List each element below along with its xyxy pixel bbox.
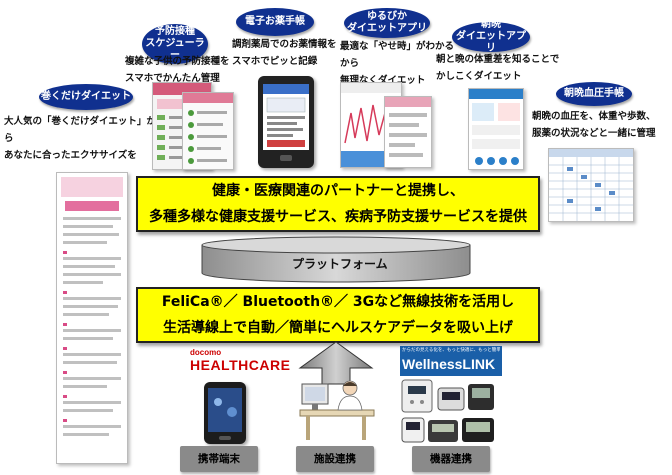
wellness-small-text: からだの見える化を、もっと快適に、もっと簡単に。 xyxy=(402,347,500,352)
healthcare-text: HEALTHCARE xyxy=(190,357,291,373)
table-illustration xyxy=(549,149,633,221)
platform-cylinder xyxy=(201,236,471,283)
app-illustration xyxy=(183,93,233,164)
service-desc-maku-diet: 大人気の「巻くだけダイエット」から あなたに合ったエクササイズを xyxy=(4,116,156,161)
up-arrow-icon xyxy=(298,341,374,385)
smartphone-medication xyxy=(258,76,314,168)
wireless-tech-box: FeliCa®／ Bluetooth®／ 3Gなど無線技術を活用し 生活導線上で… xyxy=(136,287,540,343)
wellness-link-logo: からだの見える化を、もっと快適に、もっと簡単に。 WellnessLINK xyxy=(400,346,502,376)
service-bubble-morning-evening-diet: 朝晩 ダイエットアプリ xyxy=(452,19,530,54)
facility-pharmacist-illustration xyxy=(299,380,375,440)
service-desc-vaccine-scheduler: 複雑な子供の予防接種を スマホでかんたん管理 xyxy=(125,56,230,84)
service-title: 朝晩 ダイエットアプリ xyxy=(456,19,526,54)
service-title: 電子お薬手帳 xyxy=(245,16,305,27)
service-bubble-blood-pressure-notebook: 朝晩血圧手帳 xyxy=(556,82,632,106)
service-title: 朝晩血圧手帳 xyxy=(564,88,624,99)
partner-box-line1: 健康・医療関連のパートナーと提携し、 xyxy=(212,183,464,199)
screenshot-morning-evening-diet xyxy=(468,88,524,170)
phone-screen-illustration xyxy=(208,388,242,440)
partner-services-box: 健康・医療関連のパートナーと提携し、 多種多様な健康支援サービス、疾病予防支援サ… xyxy=(136,176,540,232)
app-illustration xyxy=(469,89,523,165)
tech-box-line2: 生活導線上で自動／簡単にヘルスケアデータを吸い上げ xyxy=(163,320,513,336)
service-desc-morning-evening-diet: 朝と晩の体重差を知ることで かしこくダイエット xyxy=(436,54,560,82)
service-bubble-yurubika-diet: ゆるびか ダイエットアプリ xyxy=(344,8,430,38)
partner-box-line2: 多種多様な健康支援サービス、疾病予防支援サービスを提供 xyxy=(149,209,527,225)
phone-screen-illustration xyxy=(263,84,309,161)
service-bubble-vaccine-scheduler: 予防接種 スケジューラー xyxy=(142,24,208,64)
screenshot-maku-diet xyxy=(56,172,128,464)
wellness-link-text: WellnessLINK xyxy=(402,356,496,372)
service-title: 巻くだけダイエット xyxy=(41,91,131,102)
service-desc-yurubika-diet: 最適な「やせ時」がわかるから 無理なくダイエット xyxy=(340,41,455,86)
label-facility-link: 施設連携 xyxy=(296,446,374,472)
webpage-illustration xyxy=(61,177,123,436)
mobile-phone-device xyxy=(204,382,246,444)
devices-illustration xyxy=(401,379,494,443)
docomo-healthcare-logo: docomo HEALTHCARE xyxy=(190,348,290,373)
platform-label: プラットフォーム xyxy=(292,257,388,271)
screenshot-vaccine-list xyxy=(182,92,234,170)
label-mobile-terminal: 携帯端末 xyxy=(180,446,258,472)
app-illustration xyxy=(385,97,431,157)
service-desc-e-medication-notebook: 調剤薬局でのお薬情報を スマホでピッと記録 xyxy=(232,39,337,67)
service-title: 予防接種 スケジューラー xyxy=(145,26,205,61)
service-bubble-e-medication-notebook: 電子お薬手帳 xyxy=(236,8,314,36)
service-desc-blood-pressure-notebook: 朝晩の血圧を、体重や歩数、 服薬の状況などと一緒に管理 xyxy=(532,111,656,139)
tech-box-line1: FeliCa®／ Bluetooth®／ 3Gなど無線技術を活用し xyxy=(161,294,515,310)
service-bubble-maku-diet: 巻くだけダイエット xyxy=(39,84,133,110)
label-device-link: 機器連携 xyxy=(412,446,490,472)
screenshot-blood-pressure-notebook xyxy=(548,148,634,222)
screenshot-yurubika-data xyxy=(384,96,432,168)
health-devices xyxy=(398,378,498,446)
docomo-small-text: docomo xyxy=(190,348,222,357)
service-title: ゆるびか ダイエットアプリ xyxy=(347,11,427,34)
